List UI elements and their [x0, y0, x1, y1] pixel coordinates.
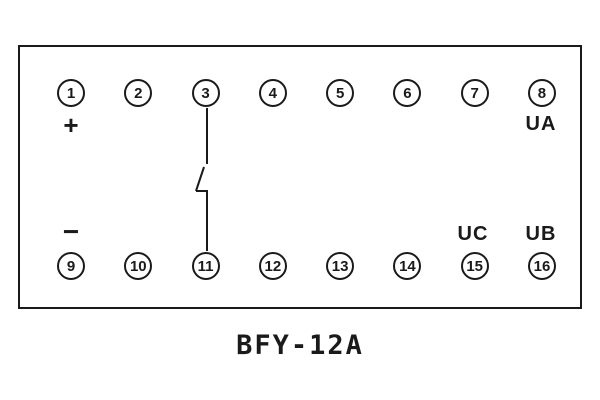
terminal-16: 16: [527, 252, 556, 280]
polarity-minus-label: −: [62, 216, 80, 247]
terminal-13: 13: [326, 252, 355, 280]
terminal-14: 14: [393, 252, 422, 280]
terminal-8: 8: [527, 79, 556, 107]
terminal-2: 2: [124, 79, 153, 107]
uc-label: UC: [457, 223, 489, 245]
terminal-10: 10: [124, 252, 153, 280]
terminal-6: 6: [393, 79, 422, 107]
ub-label: UB: [525, 223, 557, 245]
terminal-7: 7: [460, 79, 489, 107]
relay-outline-box: [18, 45, 582, 309]
terminal-4: 4: [258, 79, 287, 107]
terminal-9: 9: [57, 252, 85, 280]
terminal-row-bottom: 9 10 11 12 13 14 15 16: [57, 252, 556, 280]
ua-label: UA: [525, 113, 557, 135]
terminal-1: 1: [57, 79, 85, 107]
terminal-12: 12: [258, 252, 287, 280]
polarity-plus-label: +: [63, 110, 79, 140]
terminal-15: 15: [460, 252, 489, 280]
terminal-3: 3: [191, 79, 220, 107]
terminal-row-top: 1 2 3 4 5 6 7 8: [57, 79, 556, 107]
terminal-11: 11: [191, 252, 220, 280]
model-title: BFY-12A: [236, 330, 364, 361]
terminal-5: 5: [326, 79, 355, 107]
